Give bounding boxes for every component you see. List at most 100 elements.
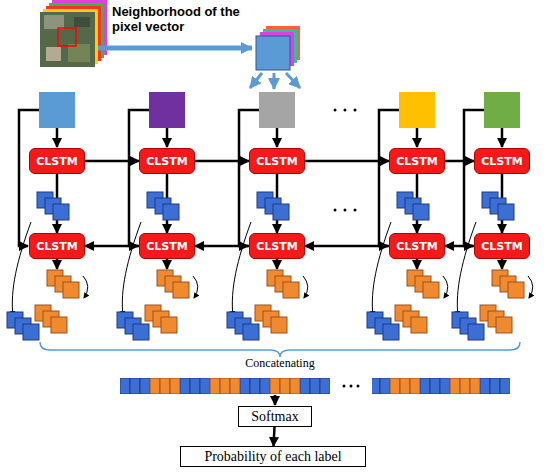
feature-map-stack: [367, 312, 399, 340]
skip-line: [239, 110, 259, 246]
ellipsis-dot: [334, 209, 337, 212]
concat-bar: [120, 378, 330, 394]
input-arrows: [57, 128, 502, 147]
ellipsis-dot: [344, 109, 347, 112]
feature-map-stack: [395, 305, 427, 333]
feature-map-stack: [480, 305, 512, 333]
concat-curve: [457, 222, 476, 316]
flow-connector: [305, 245, 389, 248]
ellipsis-dot: [350, 385, 353, 388]
node-text: CLSTM: [481, 240, 522, 253]
hook-arrow: [443, 276, 448, 298]
band-square: [149, 92, 185, 128]
output-arrow: [276, 259, 279, 269]
feature-map-stack: [257, 192, 289, 220]
flow-connector: [272, 427, 275, 446]
feature-map-stack: [145, 305, 177, 333]
flow-connector: [445, 160, 474, 163]
ellipsis-dot: [354, 209, 357, 212]
clstm-box: CLSTM: [139, 233, 195, 259]
output-arrow: [501, 259, 504, 269]
split-arrow: [286, 73, 300, 88]
input-arrow: [416, 128, 419, 147]
node-text: Probability of each label: [204, 449, 341, 465]
feature-map-stack: [227, 312, 259, 340]
node-text: CLSTM: [396, 240, 437, 253]
output-arrow: [166, 259, 169, 269]
skip-lines: [19, 110, 484, 246]
node-text: CLSTM: [36, 240, 77, 253]
clstm-box: CLSTM: [474, 148, 530, 174]
concat-curve: [12, 222, 31, 316]
clstm-box: CLSTM: [474, 233, 530, 259]
concat-bar: [372, 378, 510, 394]
feature-map-stack: [255, 305, 287, 333]
process-box: Probability of each label: [180, 446, 366, 467]
clstm-box: CLSTM: [389, 148, 445, 174]
clstm-box: CLSTM: [139, 148, 195, 174]
image-patch: [46, 47, 61, 61]
process-box: Softmax: [238, 406, 312, 427]
image-face: [40, 12, 95, 67]
feature-map-stack: [117, 312, 149, 340]
brace: [40, 342, 520, 357]
feature-map-stack: [407, 270, 439, 298]
neighborhood-cube: [256, 26, 300, 70]
ellipsis-dot: [343, 385, 346, 388]
image-patch: [44, 15, 64, 29]
ellipsis-dot: [344, 209, 347, 212]
concat-curve: [122, 222, 141, 316]
feature-map-stack: [157, 270, 189, 298]
input-arrow: [501, 128, 504, 147]
band-square: [484, 92, 520, 128]
feature-map-stack: [267, 270, 299, 298]
annotation-label: Concatenating: [230, 356, 330, 371]
output-arrows: [57, 259, 502, 269]
clstm-box: CLSTM: [29, 148, 85, 174]
node-text: CLSTM: [36, 155, 77, 168]
flow-connector: [195, 160, 249, 163]
feature-map-stack: [37, 192, 69, 220]
feature-map-stack: [452, 312, 484, 340]
node-text: CLSTM: [146, 240, 187, 253]
output-arrow: [416, 259, 419, 269]
hook-arrow: [303, 276, 308, 298]
ellipsis-dot: [354, 109, 357, 112]
band-square: [259, 92, 295, 128]
skip-line: [19, 110, 39, 246]
node-text: CLSTM: [481, 155, 522, 168]
input-arrow: [166, 128, 169, 147]
ellipsis-dot: [357, 385, 360, 388]
hyperspectral-cube: [40, 0, 107, 67]
clstm-box: CLSTM: [389, 233, 445, 259]
cube-face: [256, 36, 290, 70]
band-square: [399, 92, 435, 128]
hook-arrow: [193, 276, 198, 298]
selection-box: [58, 28, 76, 46]
feature-map-stack: [492, 270, 524, 298]
split-arrow: [273, 73, 276, 89]
ellipsis-dot: [334, 109, 337, 112]
bar-arrow: [274, 395, 277, 405]
clstm-box: CLSTM: [29, 233, 85, 259]
flow-arrow: [98, 46, 252, 51]
heading-label: Neighborhood of the pixel vector: [112, 4, 240, 34]
band-square: [39, 92, 75, 128]
image-patch: [74, 17, 90, 27]
node-text: CLSTM: [396, 155, 437, 168]
feature-map-stack: [7, 312, 39, 340]
hook-arrow: [528, 276, 533, 298]
output-arrow: [56, 259, 59, 269]
input-arrow: [56, 128, 59, 147]
clstm-box: CLSTM: [249, 148, 305, 174]
flow-connector: [85, 160, 139, 163]
node-text: CLSTM: [146, 155, 187, 168]
feature-map-stack: [397, 192, 429, 220]
split-arrow: [250, 73, 262, 88]
node-text: CLSTM: [256, 155, 297, 168]
hook-arrow: [83, 276, 88, 298]
node-text: CLSTM: [256, 240, 297, 253]
feature-map-stack: [147, 192, 179, 220]
